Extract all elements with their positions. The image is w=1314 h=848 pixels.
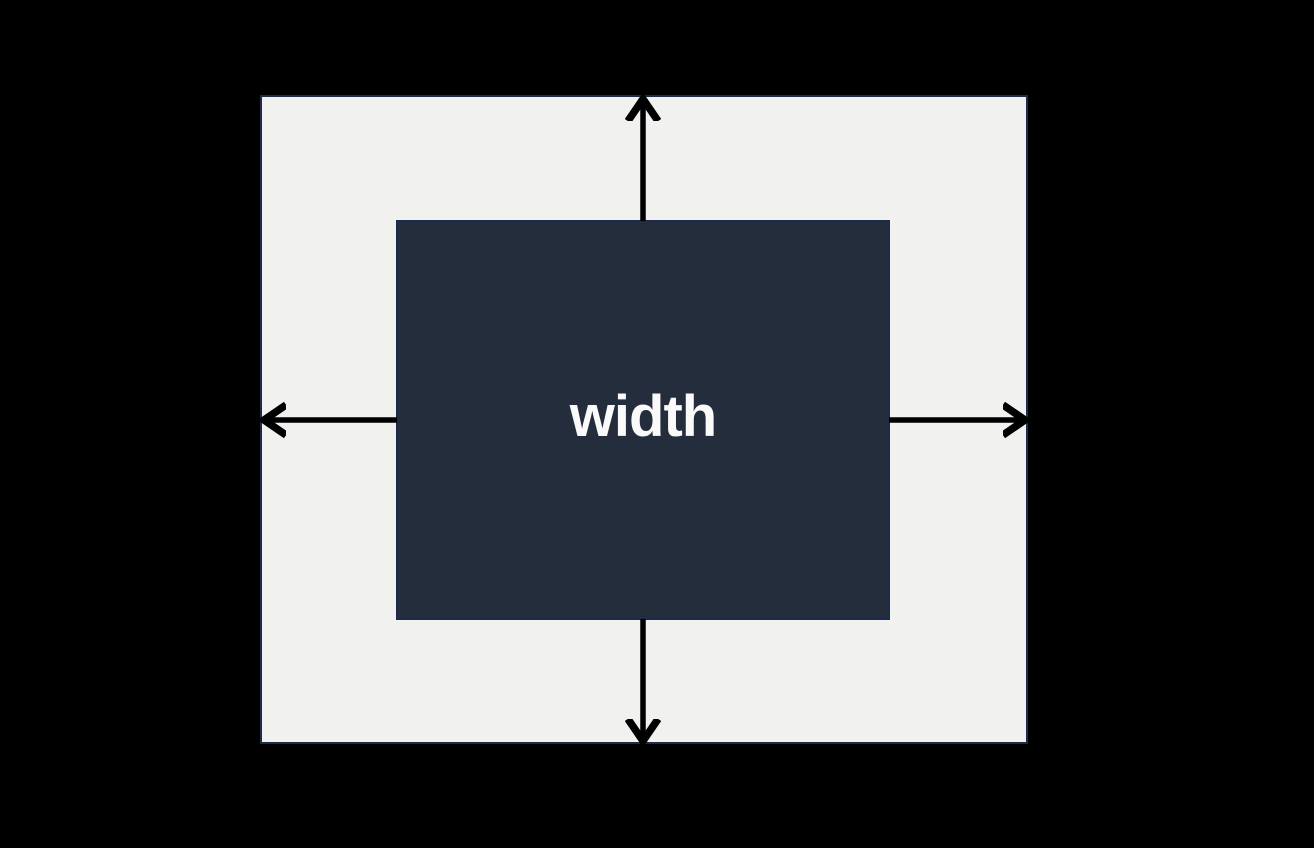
width-label: width [569, 384, 717, 449]
width-box: width [396, 220, 890, 620]
